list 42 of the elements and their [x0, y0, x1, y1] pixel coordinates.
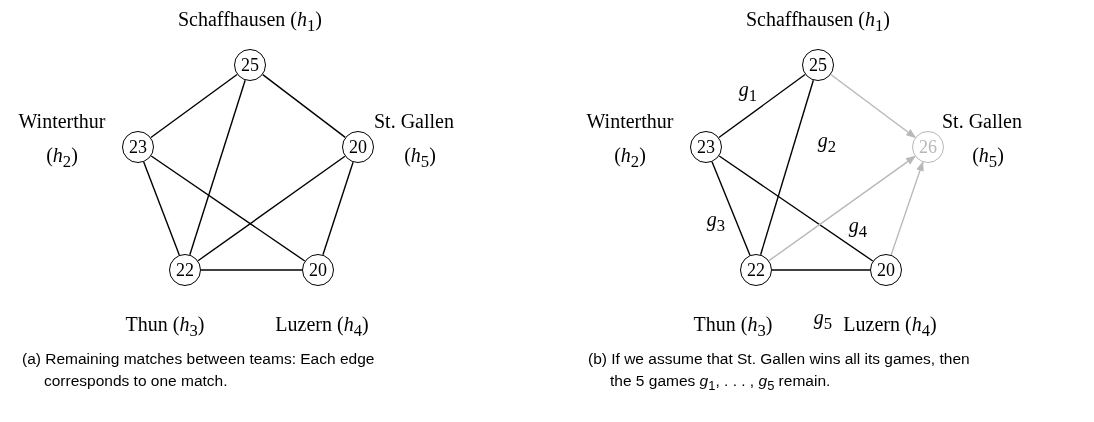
- arrow: [830, 73, 916, 139]
- edge-line: [143, 161, 180, 256]
- team-node: 20: [342, 131, 374, 163]
- team-node: 20: [302, 254, 334, 286]
- team-node: 25: [234, 49, 266, 81]
- arrow: [890, 161, 924, 256]
- edge-line: [759, 79, 815, 256]
- team-label: (h$_{2}$): [614, 144, 646, 172]
- team-label: Luzern (h$_{4}$): [843, 313, 937, 341]
- team-label: Thun (h$_{3}$): [125, 313, 205, 341]
- edge-line: [150, 73, 238, 139]
- edge-line: [322, 161, 354, 256]
- edge-line: [189, 79, 246, 256]
- edge-line: [200, 269, 303, 271]
- team-label: (h$_{2}$): [46, 144, 78, 172]
- subfigure-caption: (a) Remaining matches between teams: Each edge corresponds to one match.: [22, 349, 376, 392]
- team-label: (h$_{5}$): [972, 144, 1004, 172]
- team-label: St. Gallen: [374, 109, 454, 133]
- team-label: Schaffhausen (h$_{1}$): [178, 8, 322, 36]
- team-label: (h$_{5}$): [404, 144, 436, 172]
- team-node: 22: [169, 254, 201, 286]
- edge-line: [718, 155, 874, 262]
- team-node: 23: [690, 131, 722, 163]
- team-node: 22: [740, 254, 772, 286]
- edge-line: [711, 161, 751, 256]
- team-label: Winterthur: [18, 109, 106, 133]
- team-label: St. Gallen: [942, 109, 1022, 133]
- edge-line: [718, 73, 806, 139]
- subfigure-caption: (b) If we assume that St. Gallen wins all its games, then the 5 games g$_{1}$, . . . , g$_{5}$ remain.: [588, 349, 971, 396]
- team-label: Winterthur: [586, 109, 674, 133]
- team-label: Thun (h$_{3}$): [693, 313, 773, 341]
- team-node: 26: [912, 131, 944, 163]
- edge-line: [262, 74, 346, 138]
- team-node: 20: [870, 254, 902, 286]
- edge-line: [771, 269, 871, 271]
- edge-line: [150, 155, 306, 262]
- team-node: 23: [122, 131, 154, 163]
- team-label: Schaffhausen (h$_{1}$): [746, 8, 890, 36]
- edge-line: [197, 155, 346, 262]
- arrow: [768, 155, 916, 262]
- team-label: Luzern (h$_{4}$): [275, 313, 369, 341]
- team-node: 25: [802, 49, 834, 81]
